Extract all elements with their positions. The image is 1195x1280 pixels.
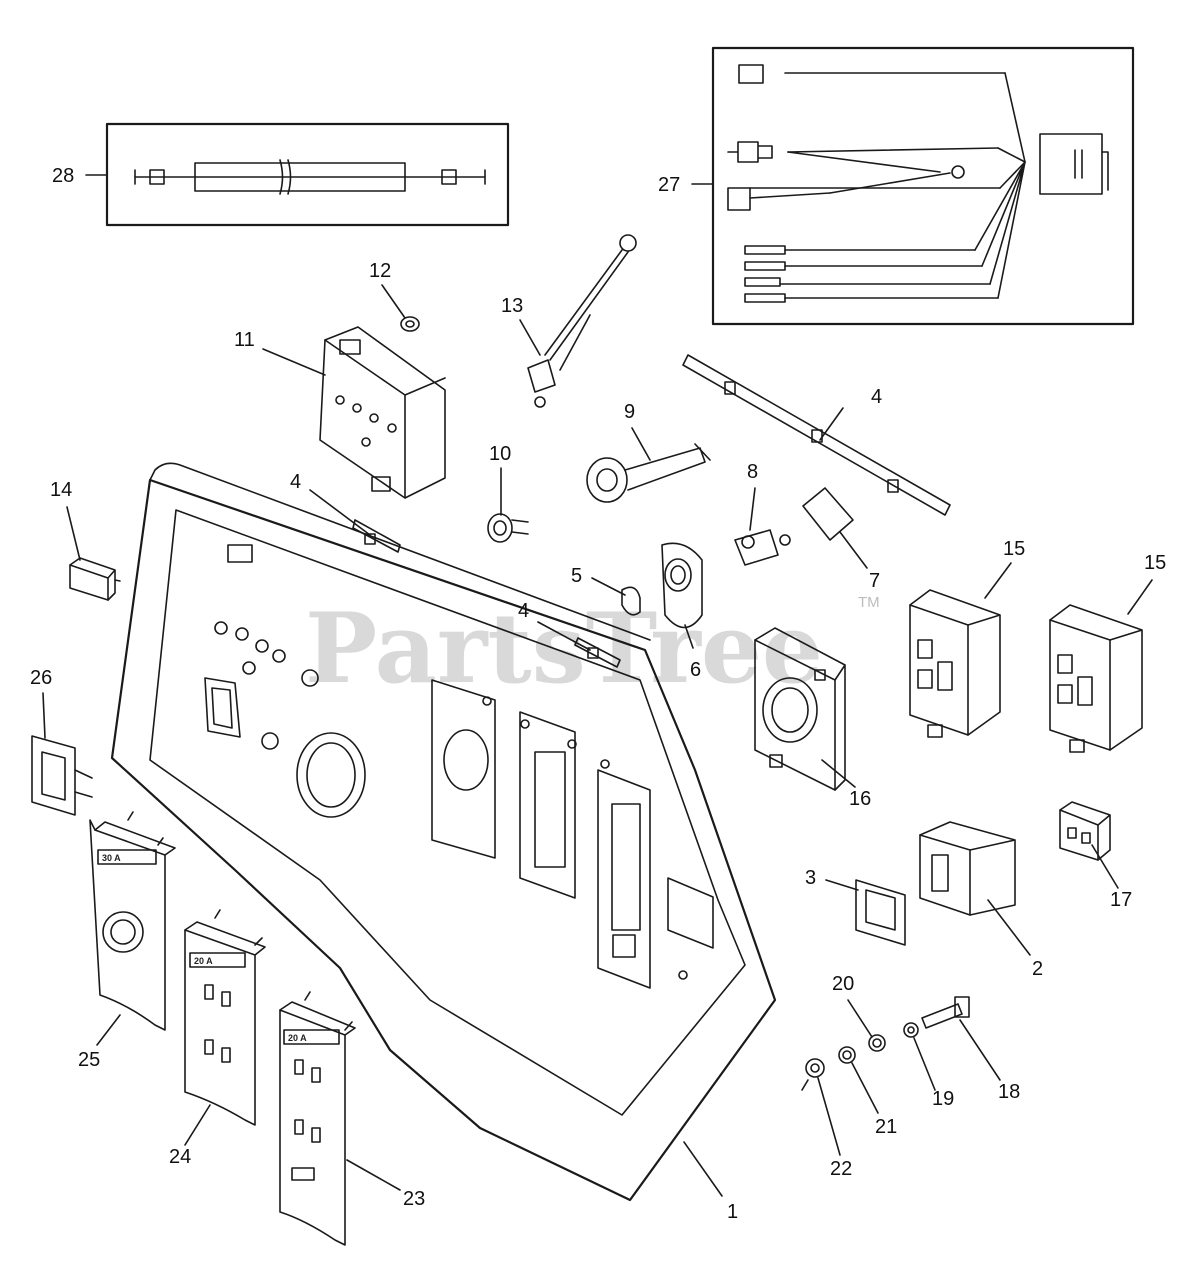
part-20-washer[interactable] xyxy=(868,1034,886,1052)
part-12-nut[interactable] xyxy=(400,316,420,332)
watermark-trademark: TM xyxy=(858,594,880,611)
part-22-wing-nut[interactable] xyxy=(801,1058,825,1091)
part-25-outlet-cover-30a[interactable]: 30 A xyxy=(89,811,176,1031)
part-3-rocker-switch-small[interactable] xyxy=(855,879,906,946)
callout-19: 19 xyxy=(932,1088,954,1110)
part-1-control-panel[interactable] xyxy=(110,462,777,1202)
part-18-bolt[interactable] xyxy=(921,996,970,1029)
part-23-outlet-cover-20a[interactable]: 20 A xyxy=(279,991,356,1246)
callout-18: 18 xyxy=(998,1081,1020,1103)
callout-numbers: 1 2 3 4 4 4 5 6 7 8 9 10 11 12 13 14 15 … xyxy=(30,165,1166,1223)
parts-tree-watermark: PartsTree TM xyxy=(305,592,880,705)
part-26-bezel[interactable] xyxy=(31,735,93,816)
callout-7: 7 xyxy=(869,570,880,592)
part-15-gfci-receptacle-left[interactable] xyxy=(909,589,1001,738)
part-10-indicator-lamp[interactable] xyxy=(487,513,529,543)
outlet-24-label: 20 A xyxy=(194,956,213,966)
callout-27: 27 xyxy=(658,174,680,196)
part-16-twist-lock-receptacle[interactable] xyxy=(754,627,846,791)
callout-4-mid: 4 xyxy=(290,471,301,493)
callout-16: 16 xyxy=(849,788,871,810)
callout-5: 5 xyxy=(571,565,582,587)
callout-25: 25 xyxy=(78,1049,100,1071)
part-13-ground-lead[interactable] xyxy=(527,234,637,408)
outlet-25-label: 30 A xyxy=(102,853,121,863)
callout-3: 3 xyxy=(805,867,816,889)
part-9-circuit-breaker[interactable] xyxy=(586,443,711,503)
callout-26: 26 xyxy=(30,667,52,689)
callout-28: 28 xyxy=(52,165,74,187)
watermark-text: PartsTree xyxy=(305,592,823,705)
part-2-rocker-switch-large[interactable] xyxy=(919,821,1016,916)
part-8-switch[interactable] xyxy=(734,529,791,566)
callout-17: 17 xyxy=(1110,889,1132,911)
part-24-outlet-cover-20a[interactable]: 20 A xyxy=(184,909,266,1126)
callout-9: 9 xyxy=(624,401,635,423)
callout-11: 11 xyxy=(234,329,255,351)
callout-10: 10 xyxy=(489,443,511,465)
part-21-washer[interactable] xyxy=(838,1046,856,1064)
callout-12: 12 xyxy=(369,260,391,282)
callout-24: 24 xyxy=(169,1146,191,1168)
part-4-bar-top[interactable] xyxy=(682,354,951,516)
callout-4-low: 4 xyxy=(518,600,529,622)
callout-8: 8 xyxy=(747,461,758,483)
part-11-module[interactable] xyxy=(319,326,446,499)
callout-20: 20 xyxy=(832,973,854,995)
part-19-lock-washer[interactable] xyxy=(903,1022,919,1038)
callout-15-right: 15 xyxy=(1144,552,1166,574)
callout-13: 13 xyxy=(501,295,523,317)
part-5-gasket[interactable] xyxy=(621,586,641,616)
callout-22: 22 xyxy=(830,1158,852,1180)
outlet-23-label: 20 A xyxy=(288,1033,307,1043)
part-14-switch[interactable] xyxy=(69,557,121,601)
part-27-wiring-harness[interactable] xyxy=(711,46,1135,326)
callout-1: 1 xyxy=(727,1201,738,1223)
callout-23: 23 xyxy=(403,1188,425,1210)
callout-6: 6 xyxy=(690,659,701,681)
part-28-cable[interactable] xyxy=(105,122,510,227)
callout-21: 21 xyxy=(875,1116,897,1138)
part-4-bracket-mid[interactable] xyxy=(352,519,401,553)
part-17-connector[interactable] xyxy=(1059,801,1111,861)
callout-14: 14 xyxy=(50,479,72,501)
callout-15-left: 15 xyxy=(1003,538,1025,560)
leader-lines xyxy=(42,174,1153,1197)
callout-4-top: 4 xyxy=(871,386,882,408)
part-15-gfci-receptacle-right[interactable] xyxy=(1049,604,1143,753)
callout-2: 2 xyxy=(1032,958,1043,980)
part-6-knob[interactable] xyxy=(661,542,703,629)
part-7-cover-plate[interactable] xyxy=(802,487,854,541)
